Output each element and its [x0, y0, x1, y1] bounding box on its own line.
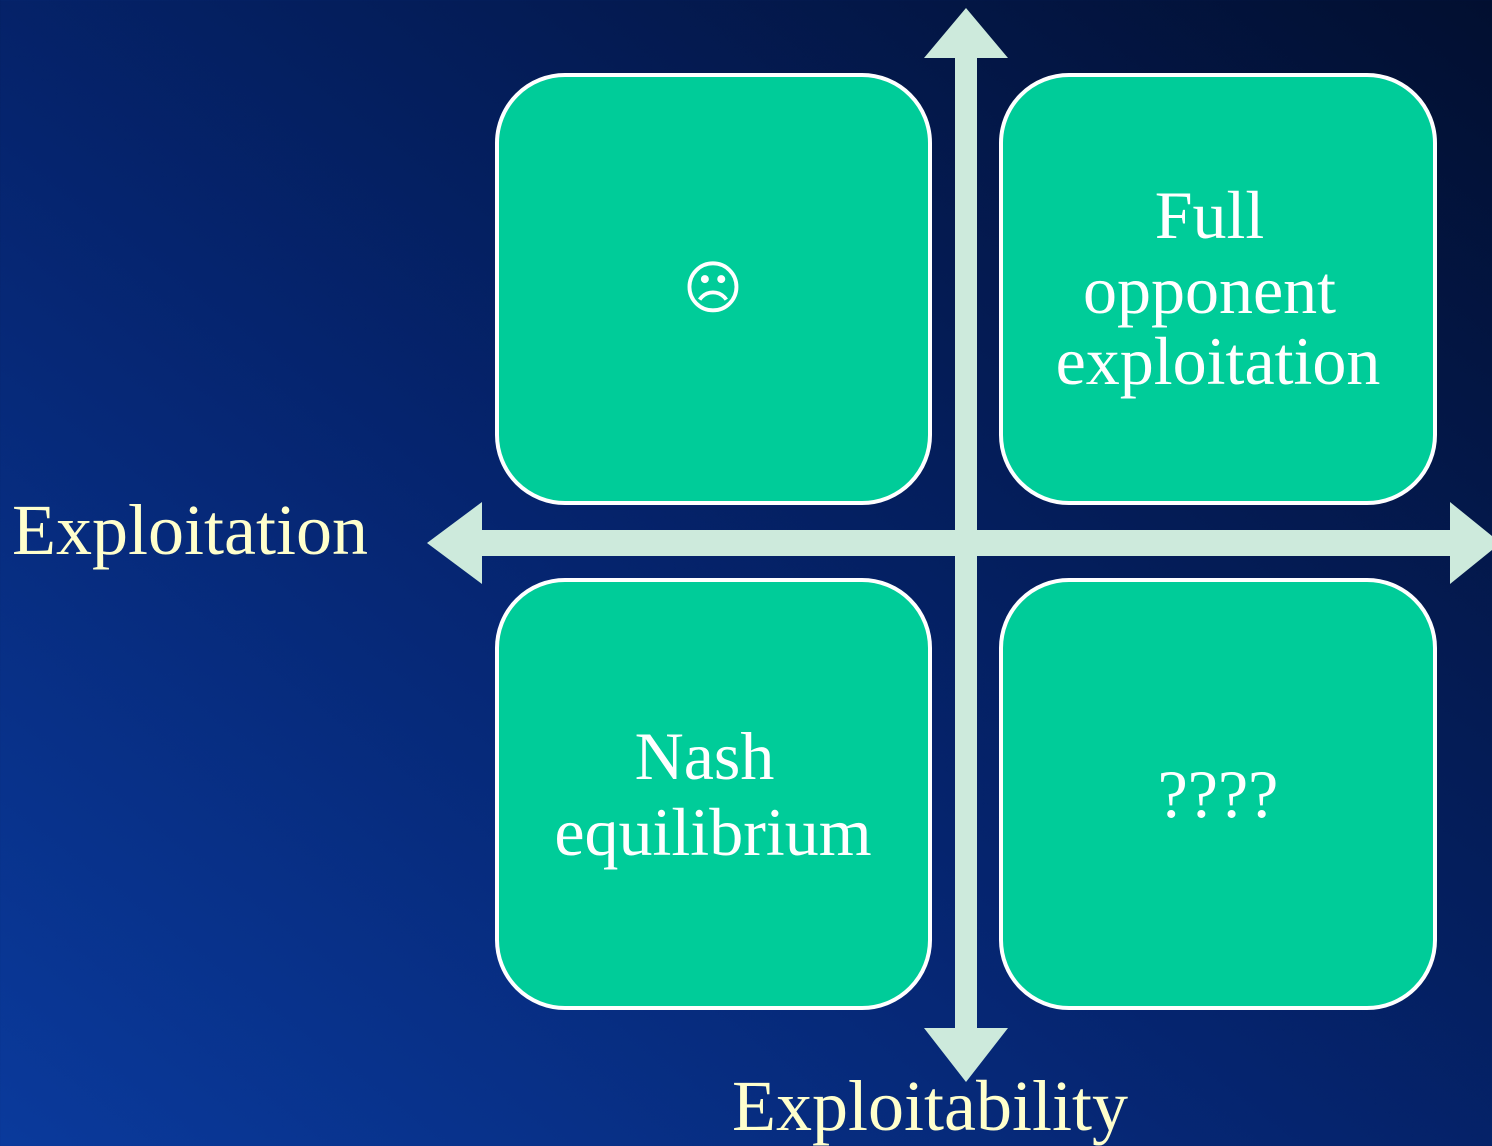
quadrant-top-right: Full opponent exploitation: [999, 73, 1437, 505]
quadrant-bottom-right-label: ????: [1158, 756, 1279, 832]
vertical-axis-label: Exploitability: [732, 1066, 1128, 1146]
quadrant-bottom-left-line-1: Nash: [635, 718, 775, 794]
quadrant-top-left: ☹: [495, 73, 932, 505]
quadrant-bottom-right-box: [999, 578, 1437, 1010]
quadrant-bottom-left-line-2: equilibrium: [554, 794, 871, 870]
quadrant-top-right-label: Full opponent exploitation: [1056, 177, 1381, 399]
quadrant-top-left-box: [495, 73, 932, 505]
quadrant-bottom-right-line-1: ????: [1158, 756, 1279, 832]
quadrant-top-right-box: [999, 73, 1437, 505]
quadrant-bottom-left: Nash equilibrium: [495, 578, 932, 1010]
quadrant-bottom-left-label: Nash equilibrium: [554, 718, 871, 870]
horizontal-axis-label: Exploitation: [12, 490, 368, 570]
quadrant-top-right-line-3: exploitation: [1056, 323, 1381, 399]
frown-face-icon: ☹: [683, 254, 743, 322]
quadrant-top-right-line-1: Full: [1155, 177, 1265, 253]
vertical-axis-arrow: [924, 8, 1008, 1082]
quadrant-top-left-label: ☹: [683, 254, 743, 322]
quadrant-bottom-left-box: [495, 578, 932, 1010]
quadrant-top-right-line-2: opponent: [1083, 252, 1336, 328]
quadrant-bottom-right: ????: [999, 578, 1437, 1010]
